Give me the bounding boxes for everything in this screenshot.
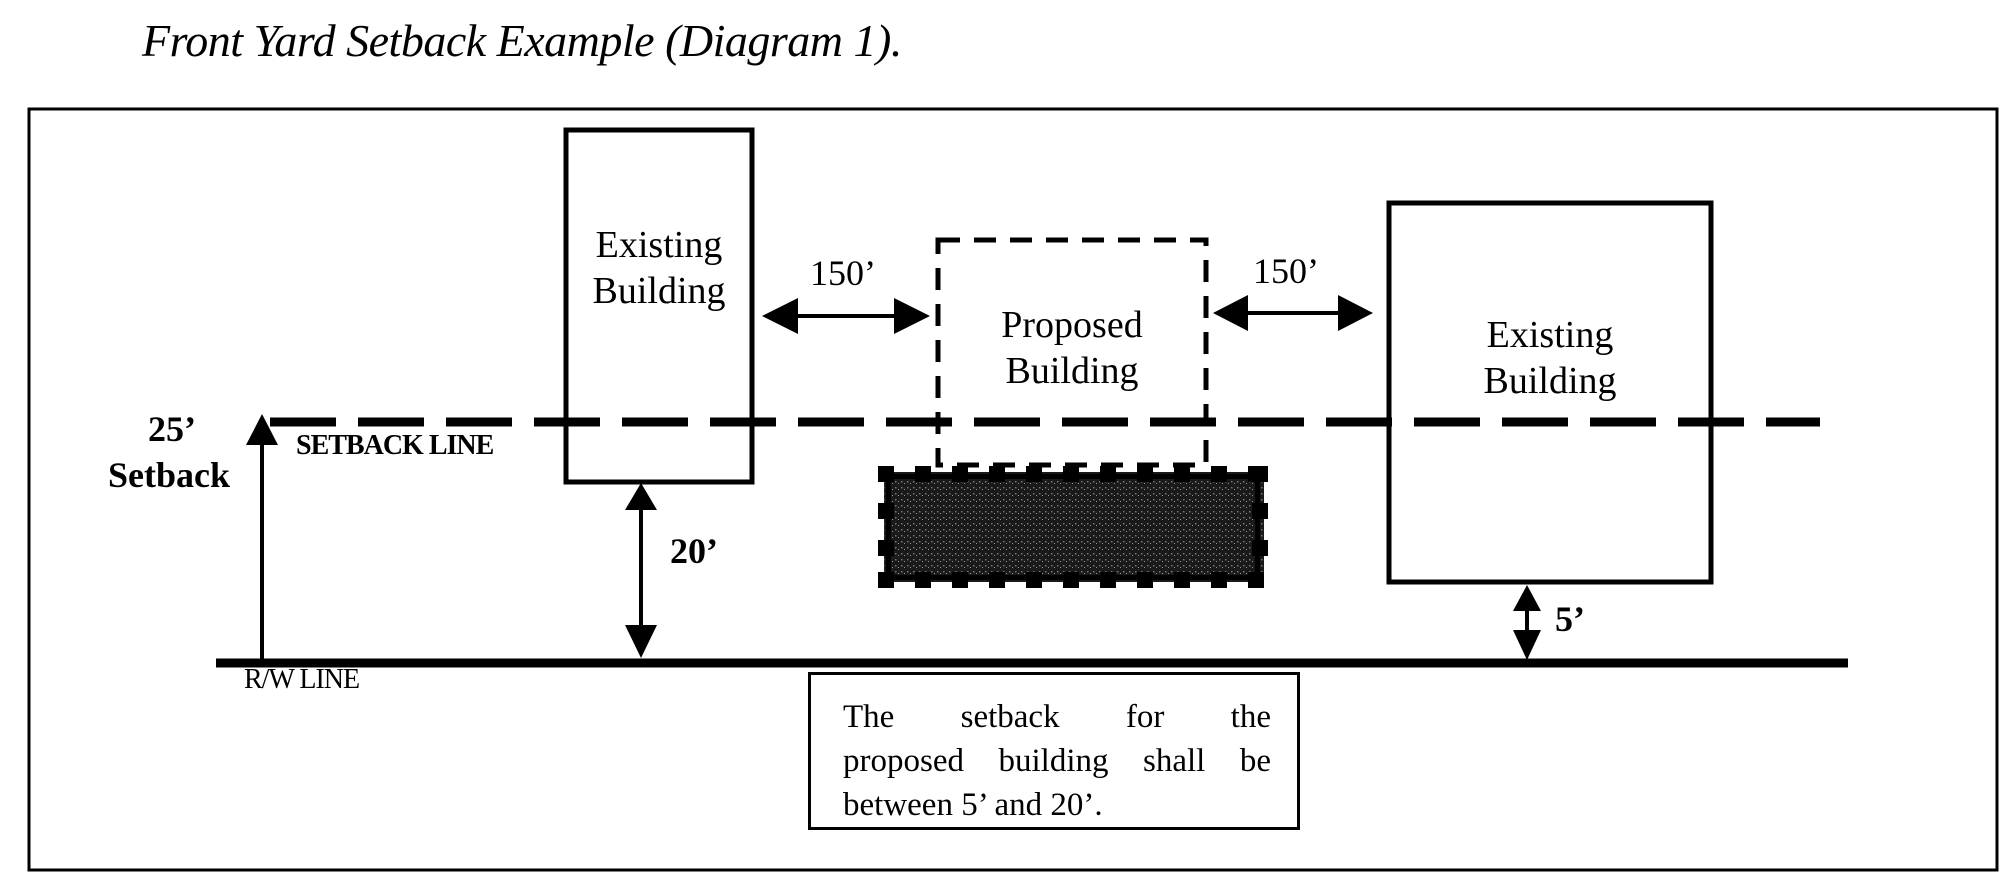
note-line-2: proposed building shall be [843,743,1271,779]
right-building-setback-label: 5’ [1555,599,1585,639]
footprint-edge [886,470,891,584]
spacing-right-label: 150’ [1253,251,1319,291]
proposed-building-label: Proposed Building [1001,304,1143,392]
spacing-arrow-right [1213,295,1373,331]
setback-note: The setback for the proposed building sh… [808,672,1300,830]
footprint-edge [882,474,1264,479]
note-line-1: The setback for the [843,699,1271,735]
spacing-arrow-left [762,298,930,334]
left-building-setback-label: 20’ [670,531,718,571]
existing-building-right [1386,200,1714,585]
footprint-edge [882,575,1264,580]
proposed-building [935,237,1209,468]
required-setback-arrow [246,414,278,663]
diagram-title: Front Yard Setback Example (Diagram 1). [142,15,902,66]
existing-building-left [563,127,755,485]
setback-line-label: SETBACK LINE [296,430,494,461]
rw-line-label: R/W LINE [244,664,360,695]
diagram-frame [27,107,1999,872]
proposed-footprint-shaded [878,466,1268,588]
spacing-left-label: 150’ [810,253,876,293]
right-building-setback-arrow [1513,585,1541,660]
footprint-edge [1255,470,1260,584]
required-setback-label: Setback [108,455,231,495]
note-line-3: between 5’ and 20’. [843,787,1103,823]
existing-building-right-label: Existing Building [1483,314,1617,402]
left-building-setback-arrow [625,483,657,658]
required-setback-value: 25’ [148,409,196,449]
existing-building-left-label: Existing Building [592,224,726,312]
